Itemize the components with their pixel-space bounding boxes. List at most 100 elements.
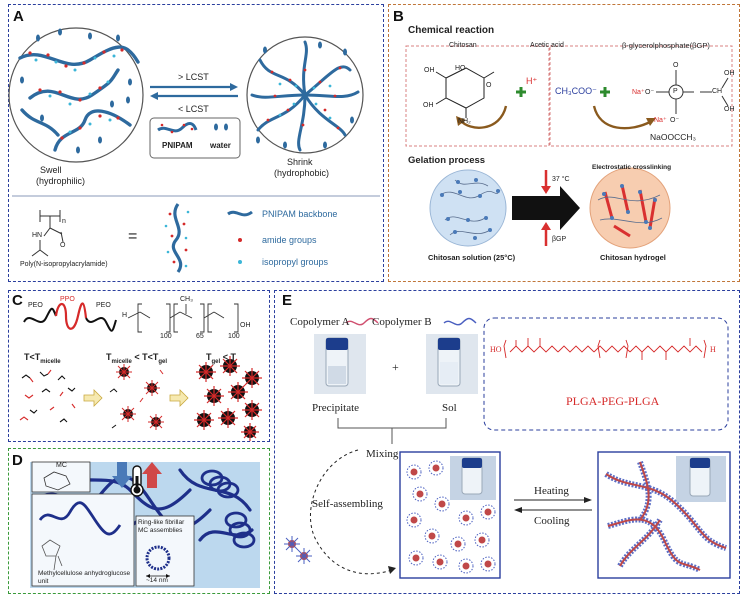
mixing-label: Mixing: [366, 448, 399, 460]
chitosan-box: [405, 45, 550, 147]
legend-water-label: water: [210, 141, 231, 150]
cond-3: Tgel < T: [206, 352, 236, 365]
green-plus-1: [516, 87, 526, 97]
panel-a-label: A: [13, 8, 24, 25]
formula-h-end: H: [710, 345, 716, 354]
legend-backbone-label: PNIPAM backbone: [262, 209, 338, 219]
ch-label: CH: [712, 88, 723, 95]
free-unimers: [19, 369, 76, 423]
panel-c-label: C: [12, 292, 23, 309]
precipitate-label: Precipitate: [312, 402, 360, 414]
formula-ho: HO: [490, 345, 502, 354]
copolymer-a-label: Copolymer A: [290, 316, 350, 328]
green-plus-2: [600, 87, 610, 97]
sol-label: Sol: [442, 402, 457, 414]
cooling-arrow-icon: [112, 462, 132, 488]
panel-b: [388, 4, 740, 282]
self-assembly-curve: [309, 449, 393, 575]
acetic-label: Acetic acid: [530, 42, 564, 49]
lcst-arrows: [150, 83, 238, 100]
shrink-dots-blue: [278, 82, 332, 120]
hplus-label: H⁺: [526, 76, 538, 86]
pnipam-name: Poly(N-isopropylacrylamide): [20, 261, 108, 268]
size-label: ~14 nm: [146, 577, 168, 584]
peo-label-1: PEO: [28, 302, 43, 309]
heating-arrow: [584, 497, 592, 503]
mc-unit-inset: [31, 493, 135, 587]
nh2-label: NH₂: [458, 118, 471, 125]
crosslink-label: Electrostatic crosslinking: [592, 164, 672, 171]
gel-network-cores: [605, 461, 727, 571]
legend-pnipam-label: PNIPAM: [162, 141, 193, 150]
ch3coo-label: CH₃COO⁻: [555, 86, 597, 96]
shrink-chains: [250, 40, 360, 152]
swell-circle: [8, 27, 144, 163]
pnipam-chain: [171, 203, 183, 273]
o-minus-label-1: O⁻: [645, 89, 655, 96]
na-label-2: Na⁺: [654, 117, 667, 124]
panel-d: [8, 448, 270, 594]
lt-lcst-label: < LCST: [178, 104, 209, 114]
chitosan-label: Chitosan: [449, 42, 477, 49]
mc-label: MC: [56, 462, 67, 469]
bgp-short-label: βGP: [552, 236, 567, 243]
micelle-pair: [296, 548, 312, 564]
hydrogel-label: Chitosan hydrogel: [600, 253, 666, 262]
pnipam-o: O: [60, 242, 66, 249]
cond-2: Tmicelle < T<Tgel: [106, 352, 168, 365]
top-o-label: O: [673, 62, 679, 69]
self-assembling-label: Self-assembling: [312, 498, 383, 510]
shrink-label: Shrink: [287, 157, 313, 167]
plus-sign: +: [392, 360, 399, 374]
panel-e: [274, 290, 740, 594]
legend-backbone-line: [227, 210, 253, 217]
cooling-arrow: [514, 507, 522, 513]
reaction-arrow-2: [592, 105, 651, 130]
ppo-label: PPO: [60, 296, 75, 303]
shrink-sub-label: (hydrophobic): [274, 168, 330, 178]
pnipam-n: n: [62, 218, 66, 225]
copolymer-a-line: [345, 317, 379, 326]
gelation-arrow: [512, 186, 580, 230]
heating-arrow-icon: [142, 462, 162, 488]
copolymer-b-line: [443, 317, 477, 326]
pluronic-formula: [127, 303, 239, 333]
swell-water: [20, 28, 132, 154]
heating-label: Heating: [534, 485, 569, 497]
ring-inset: [135, 515, 195, 587]
legend-amide-label: amide groups: [262, 235, 317, 245]
sol-micelle-coronas: [406, 460, 496, 574]
bgp-box: [549, 45, 733, 147]
thermometer-icon: [130, 465, 144, 497]
panel-b-label: B: [393, 8, 404, 25]
single-micelle: [284, 536, 300, 552]
ppo-middle: [54, 302, 88, 330]
shrink-dots: [266, 66, 342, 130]
ho-label: HO: [455, 65, 466, 72]
mc-structure-box: [31, 461, 91, 493]
oh-label-1: OH: [424, 67, 435, 74]
swell-amides: [28, 48, 124, 140]
c-arrow-2: [169, 389, 189, 407]
peo-left: [23, 307, 57, 323]
solution-label: Chitosan solution (25°C): [428, 253, 516, 262]
oh-label-3: OH: [724, 70, 735, 77]
swell-label: Swell: [40, 165, 62, 175]
na-label-1: Na⁺: [632, 89, 645, 96]
plga-formula: [503, 338, 707, 360]
gt-lcst-label: > LCST: [178, 72, 209, 82]
equals-sign: =: [128, 228, 138, 245]
p-label: P: [673, 88, 678, 95]
cooling-label: Cooling: [534, 515, 570, 527]
chitosan-solution-circle: [429, 169, 507, 247]
formula-ch3: CH₃: [180, 296, 193, 303]
formula-n100a: 100: [160, 333, 172, 340]
copolymer-b-label: Copolymer B: [372, 316, 432, 328]
chem-reaction-title: Chemical reaction: [408, 25, 495, 36]
swell-isopropyls: [34, 54, 116, 134]
swell-sub-label: (hydrophilic): [36, 176, 86, 186]
